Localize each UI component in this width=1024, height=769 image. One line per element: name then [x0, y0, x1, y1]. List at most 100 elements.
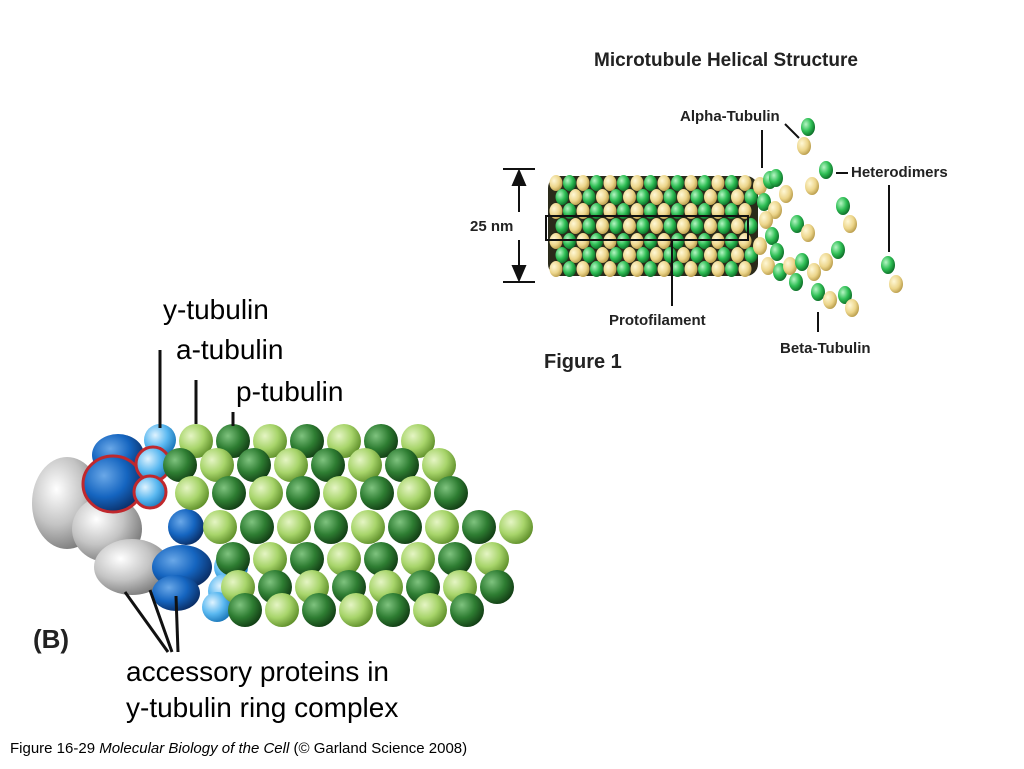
beta-tubulin-b-label: p-tubulin — [236, 376, 344, 407]
alpha-tubulin-subunit — [397, 476, 431, 510]
alpha-subunit — [783, 257, 797, 275]
gamma-tubulin-outlined — [81, 454, 145, 514]
beta-subunit — [698, 261, 711, 277]
alpha-tubulin-subunit — [327, 542, 361, 576]
alpha-subunit — [753, 237, 767, 255]
beta-subunit — [831, 241, 845, 259]
beta-tubulin-subunit — [240, 510, 274, 544]
gamma-blob-4 — [168, 509, 204, 545]
alpha-subunit — [650, 218, 663, 234]
beta-subunit — [663, 189, 677, 205]
protofilament-box — [545, 215, 749, 241]
gamma-tubulin-label: y-tubulin — [163, 294, 269, 325]
beta-subunit — [617, 261, 630, 277]
beta-subunit — [789, 273, 803, 291]
alpha-tubulin-subunit — [499, 510, 533, 544]
alpha-subunit — [603, 175, 617, 191]
beta-subunit — [663, 218, 677, 234]
gamma-tubulin-3 — [132, 474, 168, 510]
alpha-tubulin-subunit — [339, 593, 373, 627]
beta-subunit — [838, 286, 852, 304]
gamma-tubulin-ring-complex — [32, 424, 533, 627]
alpha-subunit — [657, 175, 671, 191]
alpha-subunit — [677, 218, 690, 234]
gamma-blob-3 — [152, 575, 200, 611]
alpha-tubulin-label: Alpha-Tubulin — [680, 108, 780, 125]
caption-prefix: Figure 16-29 — [10, 740, 100, 757]
beta-subunit — [811, 283, 825, 301]
beta-subunit — [563, 261, 576, 277]
alpha-tubulin-subunit — [277, 510, 311, 544]
beta-subunit — [663, 247, 677, 263]
alpha-subunit — [704, 247, 717, 263]
alpha-subunit — [704, 189, 717, 205]
beta-subunit — [636, 218, 650, 234]
alpha-subunit — [677, 189, 690, 205]
alpha-subunit — [677, 247, 690, 263]
figure-caption: Figure 16-29 Molecular Biology of the Ce… — [10, 740, 467, 757]
beta-subunit — [582, 189, 596, 205]
alpha-tubulin-subunit — [179, 424, 213, 458]
heterodimers-label: Heterodimers — [851, 164, 948, 181]
alpha-subunit — [845, 299, 859, 317]
alpha-tubulin-b-label: a-tubulin — [176, 334, 284, 365]
gamma-tubulin-6 — [202, 592, 232, 622]
alpha-tubulin-subunit — [413, 593, 447, 627]
alpha-subunit — [731, 247, 744, 263]
beta-subunit — [617, 175, 630, 191]
beta-tubulin-subunit — [216, 542, 250, 576]
figure1-caption: Figure 1 — [544, 351, 622, 373]
beta-subunit — [555, 218, 569, 234]
beta-tubulin-subunit — [302, 593, 336, 627]
beta-tubulin-subunit — [216, 424, 250, 458]
alpha-tubulin-subunit — [274, 448, 308, 482]
alpha-tubulin-subunit — [475, 542, 509, 576]
beta-subunit — [744, 218, 758, 234]
beta-subunit — [636, 247, 650, 263]
beta-tubulin-subunit — [163, 448, 197, 482]
beta-tubulin-subunit — [290, 424, 324, 458]
beta-subunit — [690, 218, 704, 234]
beta-subunit — [717, 247, 731, 263]
beta-subunit — [644, 175, 657, 191]
free-heterodimers — [769, 118, 903, 317]
alpha-tubulin-subunit — [323, 476, 357, 510]
alpha-tubulin-subunit — [249, 476, 283, 510]
beta-subunit — [765, 227, 779, 245]
alpha-subunit — [576, 175, 590, 191]
alpha-tubulin-subunit — [401, 542, 435, 576]
beta-tubulin-subunit — [290, 542, 324, 576]
alpha-subunit — [603, 261, 617, 277]
caption-book-title: Molecular Biology of the Cell — [99, 740, 290, 757]
alpha-subunit — [738, 175, 752, 191]
alpha-subunit — [569, 218, 582, 234]
beta-tubulin-subunit — [376, 593, 410, 627]
beta-tubulin-subunit — [385, 448, 419, 482]
beta-tubulin-subunit — [438, 542, 472, 576]
alpha-subunit — [807, 263, 821, 281]
beta-tubulin-subunit — [450, 593, 484, 627]
alpha-subunit — [843, 215, 857, 233]
alpha-tubulin-subunit — [200, 448, 234, 482]
protofilament-label: Protofilament — [609, 312, 706, 329]
diameter-marker — [503, 168, 535, 283]
alpha-subunit — [623, 218, 636, 234]
alpha-subunit — [704, 218, 717, 234]
beta-subunit — [644, 261, 657, 277]
alpha-subunit — [549, 175, 563, 191]
alpha-subunit — [738, 261, 752, 277]
alpha-subunit — [819, 253, 833, 271]
beta-subunit — [757, 193, 771, 211]
figure1-leader-lines — [671, 123, 890, 332]
alpha-subunit — [650, 247, 663, 263]
beta-subunit — [690, 189, 704, 205]
beta-subunit — [698, 175, 711, 191]
alpha-tubulin-subunit — [327, 424, 361, 458]
alpha-subunit — [576, 261, 590, 277]
beta-tubulin-subunit — [462, 510, 496, 544]
alpha-subunit — [630, 261, 644, 277]
beta-tubulin-subunit — [364, 424, 398, 458]
alpha-subunit — [711, 261, 725, 277]
beta-subunit — [609, 247, 623, 263]
